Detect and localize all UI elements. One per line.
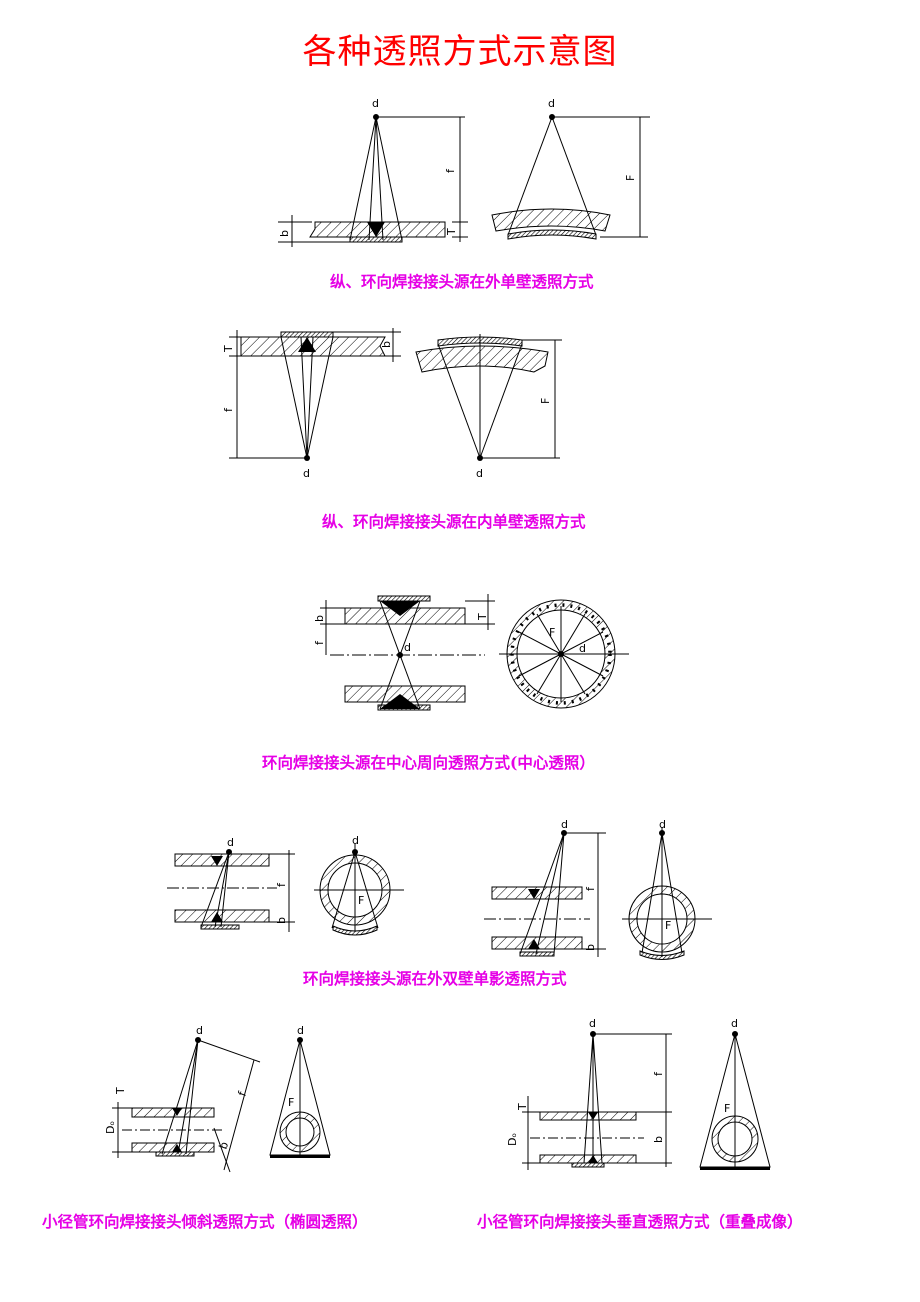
focal-distance-label: f [222, 407, 235, 412]
fig-vertical-circle: d F [699, 1017, 771, 1170]
caption-ext-single-wall: 纵、环向焊接接头源在外单壁透照方式 [330, 272, 594, 291]
source-label: d [579, 642, 586, 655]
thickness-label: T [516, 1103, 529, 1111]
source-film-distance-label: F [624, 175, 637, 181]
source-label: d [548, 97, 555, 110]
source-label: d [589, 1017, 596, 1030]
caption-dwsi: 环向焊接接头源在外双壁单影透照方式 [303, 969, 567, 988]
source-label: d [227, 836, 234, 849]
source-label: d [404, 641, 411, 654]
caption-int-single-wall: 纵、环向焊接接头源在内单壁透照方式 [322, 512, 586, 531]
source-film-distance-label: F [539, 398, 552, 404]
focal-distance-label: f [652, 1071, 665, 1076]
source-label: d [352, 834, 359, 847]
fig-ext-single-wall-flat: d f T b [278, 97, 468, 247]
source-film-distance-label: F [665, 919, 671, 932]
b-label: b [652, 1136, 665, 1143]
focal-distance-label: f [584, 886, 597, 891]
fig-dwsi-circle-left: d F [314, 834, 404, 936]
fig-dwsi-circle-right: d F [622, 818, 712, 960]
source-film-distance-label: F [724, 1102, 730, 1115]
thickness-label: T [114, 1087, 127, 1095]
source-label: d [561, 818, 568, 831]
b-label: b [275, 917, 288, 924]
source-label: d [731, 1017, 738, 1030]
source-label: d [372, 97, 379, 110]
source-label: d [476, 467, 483, 480]
b-label: b [278, 230, 291, 237]
fig-int-single-wall-flat: d T f b [222, 328, 401, 480]
focal-distance-label: f [444, 168, 457, 173]
b-label: b [380, 341, 393, 348]
thickness-label: T [476, 613, 489, 621]
thickness-label: T [222, 345, 235, 353]
caption-central-exposure: 环向焊接接头源在中心周向透照方式(中心透照） [262, 753, 595, 772]
fig-int-single-wall-curved: d F [415, 334, 562, 480]
pipe-diameter-label: Dₒ [506, 1133, 519, 1146]
fig-oblique-section: d T Dₒ f b [104, 1024, 261, 1173]
source-film-distance-label: F [358, 894, 364, 907]
focal-distance-label: f [275, 882, 288, 887]
source-label: d [297, 1024, 304, 1037]
source-label: d [303, 467, 310, 480]
source-label: d [196, 1024, 203, 1037]
source-film-distance-label: F [288, 1096, 294, 1109]
fig-dwsi-section-right: d f b [484, 818, 606, 957]
fig-vertical-section: d T Dₒ f b [506, 1017, 672, 1170]
b-label: b [584, 944, 597, 951]
fig-ext-single-wall-curved: d F [491, 97, 650, 240]
fig-oblique-circle: d F [269, 1024, 331, 1158]
pipe-diameter-label: Dₒ [104, 1121, 117, 1134]
source-label: d [659, 818, 666, 831]
caption-vertical-exposure: 小径管环向焊接接头垂直透照方式（重叠成像） [477, 1212, 803, 1231]
page-title: 各种透照方式示意图 [302, 32, 618, 72]
source-film-distance-label: F [549, 626, 555, 639]
fig-central-exposure-circle: F d [499, 599, 629, 709]
focal-distance-label: f [236, 1089, 250, 1098]
fig-central-exposure-section: d b f T [313, 594, 495, 711]
thickness-label: T [445, 228, 458, 236]
b-label: b [217, 1140, 232, 1151]
focal-distance-label: f [313, 640, 326, 645]
fig-dwsi-section-left: d f b [167, 836, 295, 932]
caption-oblique-exposure: 小径管环向焊接接头倾斜透照方式（椭圆透照） [42, 1212, 368, 1231]
b-label: b [313, 615, 326, 622]
